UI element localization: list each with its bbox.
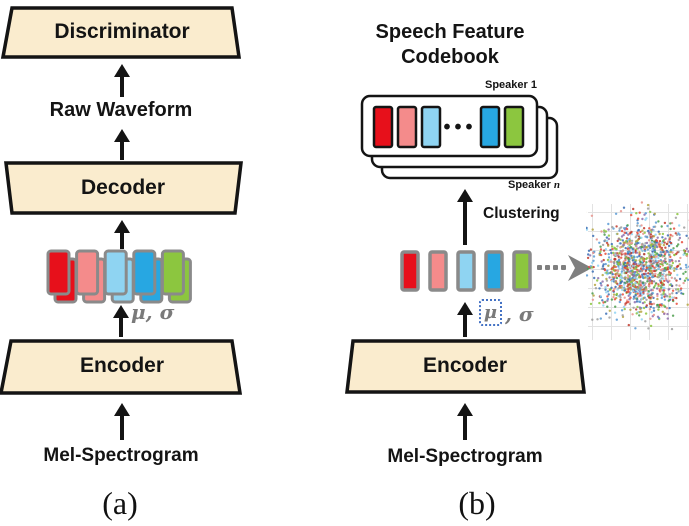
mel-spectrogram-label-b: Mel-Spectrogram [387,446,543,467]
scatter-dots [586,201,689,331]
encoder-b-label: Encoder [422,354,508,377]
speaker-n-var: n [553,179,560,191]
raw-waveform-label: Raw Waveform [49,99,193,121]
comma-sigma-label-b: , σ [505,302,534,326]
flow-arrows [113,64,473,440]
encoder-a-label: Encoder [79,354,165,377]
speaker-n-label: Speaker n [508,179,560,191]
speaker-n-prefix: Speaker [508,179,554,191]
latent-blocks-a [46,249,192,304]
mu-label-b: μ [483,302,498,323]
caption-a: (a) [102,485,138,521]
encoder-a-box [0,339,243,395]
caption-b: (b) [458,485,496,521]
mu-sigma-label-a: μ, σ [131,300,175,324]
codebook-title: Speech Feature Codebook [375,21,525,68]
decoder-box [4,161,243,215]
encoder-b-box [345,339,586,394]
latent-blocks-b [400,250,532,292]
decoder-label: Decoder [80,176,166,199]
codebook-ellipsis: ••• [443,116,477,139]
speaker-1-label: Speaker 1 [485,79,537,91]
clustering-label: Clustering [483,205,560,222]
mu-dotted-box: μ [479,299,502,326]
latent-scatter-plot [586,201,689,340]
discriminator-box [0,6,242,59]
mel-spectrogram-label-a: Mel-Spectrogram [43,445,199,466]
discriminator-label: Discriminator [54,20,190,43]
dotted-arrow-icon [537,255,592,281]
codebook-bars [372,105,525,149]
